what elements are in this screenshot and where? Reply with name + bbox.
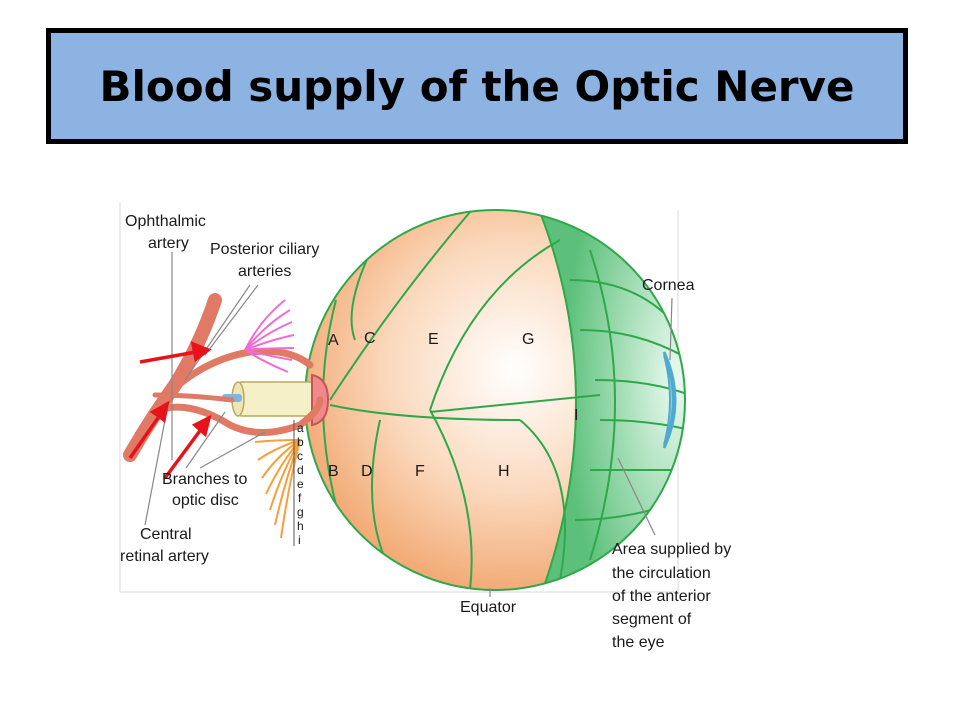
central-retinal-label-line1: Central	[140, 526, 192, 543]
branch-letter-b: b	[297, 435, 304, 449]
branch-letter-c: c	[297, 449, 303, 463]
zone-label-c: C	[364, 330, 376, 347]
zone-label-e: E	[428, 331, 439, 348]
ophthalmic-label-line2: artery	[148, 235, 189, 252]
zone-label-g: G	[522, 331, 534, 348]
posterior-ciliary-artery-lower	[154, 396, 324, 436]
zone-label-b: B	[328, 463, 339, 480]
zone-label-f: F	[415, 463, 425, 480]
area-label-line2: the circulation	[612, 565, 711, 582]
posterior-ciliary-label-line1: Posterior ciliary	[210, 241, 319, 258]
equator-label: Equator	[460, 599, 517, 616]
branch-letter-d: d	[297, 463, 304, 477]
branch-letter-e: e	[297, 477, 304, 491]
branch-letter-g: g	[297, 505, 304, 519]
branch-letter-a: a	[297, 421, 304, 435]
branches-label-line1: Branches to	[162, 471, 247, 488]
highlight-arrows	[128, 341, 212, 480]
central-retinal-label-line2: retinal artery	[120, 548, 209, 565]
title-banner: Blood supply of the Optic Nerve	[46, 28, 908, 144]
area-label-line5: the eye	[612, 634, 665, 651]
cornea-label: Cornea	[642, 277, 695, 294]
arrow-head-3	[191, 414, 212, 438]
ophthalmic-label-line1: Ophthalmic	[125, 213, 206, 230]
branches-label-line2: optic disc	[172, 492, 239, 509]
area-label-line1: Area supplied by	[612, 541, 731, 558]
branch-letter-f: f	[298, 491, 302, 505]
branch-letter-h: h	[297, 519, 304, 533]
arrow-head-2	[149, 400, 170, 424]
optic-nerve-sheath	[235, 381, 319, 417]
cornea-outline	[662, 351, 677, 449]
optic-disc-branches	[254, 439, 301, 539]
branch-letter-i: i	[298, 533, 301, 547]
area-label-line4: segment of	[612, 611, 692, 628]
zone-label-i: I	[574, 407, 578, 424]
zone-label-h: H	[498, 463, 510, 480]
posterior-ciliary-fan	[244, 299, 295, 373]
posterior-ciliary-label-line2: arteries	[238, 263, 291, 280]
arrow-head-1	[190, 341, 212, 363]
eyeball	[304, 209, 686, 591]
page-title: Blood supply of the Optic Nerve	[99, 61, 855, 111]
area-label-line3: of the anterior	[612, 588, 711, 605]
zone-label-d: D	[361, 463, 373, 480]
central-retinal-artery	[152, 392, 235, 403]
zone-label-a: A	[328, 332, 339, 349]
